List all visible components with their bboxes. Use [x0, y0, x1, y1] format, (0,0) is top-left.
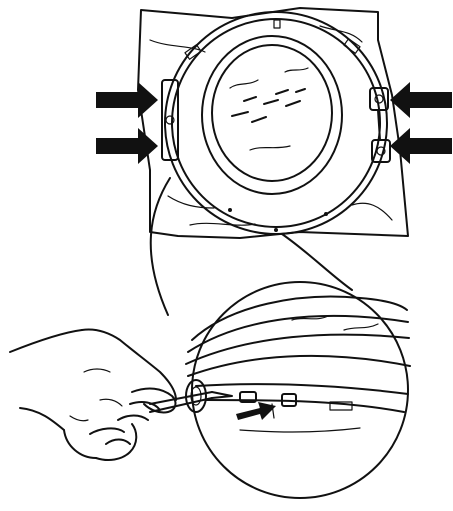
hand-with-screwdriver-icon	[10, 329, 232, 460]
door-bowl-rim	[202, 36, 342, 194]
door-glass	[212, 45, 332, 181]
arrow-left-icon	[390, 82, 452, 118]
arrow-left-icon	[390, 128, 452, 164]
arrow-right-icon	[96, 82, 158, 118]
door-assembly	[162, 12, 390, 234]
glass-reflections	[232, 89, 305, 122]
detail-circle	[186, 282, 410, 498]
